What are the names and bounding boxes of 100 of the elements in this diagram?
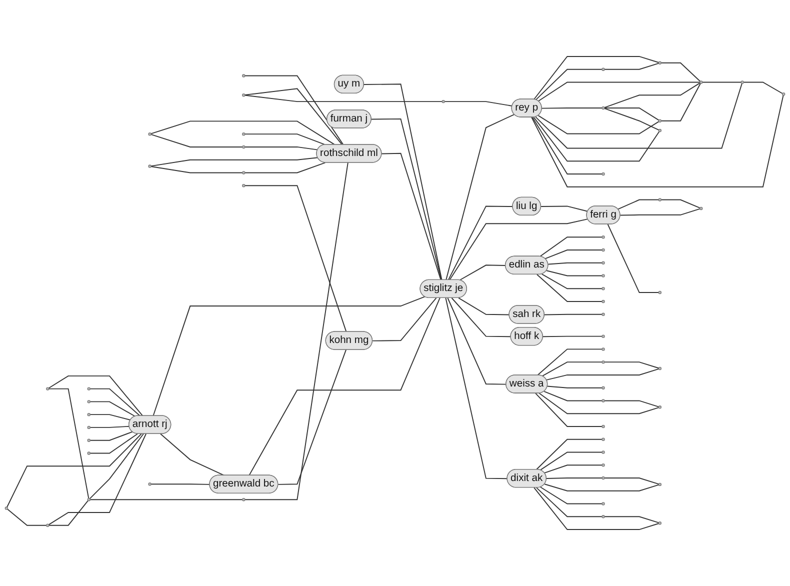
connector-line	[536, 274, 602, 302]
coauthor-circle	[87, 452, 90, 455]
connector-line	[604, 400, 660, 408]
coauthor-circle	[658, 482, 662, 486]
connector-line	[48, 433, 146, 526]
author-node: sah rk	[508, 305, 544, 324]
coauthor-circle	[602, 68, 605, 71]
coauthor-circle	[658, 406, 662, 409]
coauthor-circle	[46, 524, 50, 527]
connector-line	[540, 486, 602, 504]
connector-line	[6, 433, 142, 508]
connector-line	[244, 94, 443, 102]
connector-line	[660, 82, 701, 122]
coauthor-circle	[700, 80, 703, 84]
coauthor-circle	[442, 100, 445, 104]
connector-line	[548, 262, 602, 265]
connector-line	[620, 208, 700, 216]
connector-line	[604, 108, 660, 121]
coauthor-circle	[700, 206, 703, 210]
author-node: dixit ak	[506, 469, 546, 488]
coauthor-circle	[602, 399, 605, 402]
connector-line	[604, 478, 660, 485]
connector-line	[535, 392, 602, 427]
connector-line	[381, 152, 442, 280]
connector-line	[702, 82, 742, 83]
author-node: arnott rj	[128, 415, 172, 434]
connector-line	[546, 368, 660, 380]
coauthor-circle	[782, 92, 786, 96]
connector-line	[90, 401, 136, 417]
author-node: kohn mg	[325, 331, 373, 350]
connector-line	[448, 206, 514, 280]
connector-line	[534, 56, 660, 100]
coauthor-circle	[602, 464, 605, 467]
connector-line	[90, 388, 140, 416]
coauthor-circle	[87, 438, 90, 442]
author-node: stiglitz je	[420, 279, 467, 298]
coauthor-circle	[658, 128, 662, 132]
coauthor-circle	[658, 119, 662, 122]
author-node: weiss a	[506, 374, 548, 394]
coauthor-circle	[87, 498, 90, 502]
coauthor-circle	[242, 94, 246, 97]
author-node: greenwald bc	[209, 474, 278, 494]
connector-line	[446, 114, 515, 280]
coauthor-circle	[46, 387, 50, 390]
author-node: rothschild ml	[316, 144, 382, 163]
connector-line	[447, 298, 507, 385]
connector-line	[535, 82, 742, 149]
coauthor-circle	[602, 348, 605, 351]
coauthor-circle	[148, 164, 152, 168]
coauthor-circle	[242, 145, 246, 149]
connector-line	[364, 84, 442, 280]
connector-line	[244, 162, 348, 500]
coauthor-circle	[602, 312, 605, 316]
connector-line	[544, 484, 660, 492]
connector-line	[278, 349, 346, 485]
connector-line	[244, 162, 326, 174]
connector-line	[6, 508, 47, 526]
connector-line	[617, 199, 660, 210]
coauthor-circle	[658, 61, 662, 65]
coauthor-circle	[602, 515, 605, 518]
connector-line	[89, 433, 144, 500]
connector-line	[604, 82, 700, 108]
connector-line	[743, 82, 783, 94]
connector-line	[538, 115, 660, 134]
coauthor-circle	[602, 287, 605, 290]
coauthor-circle	[87, 387, 90, 390]
coauthor-circle	[602, 248, 605, 252]
connector-line	[459, 264, 506, 281]
connector-line	[604, 108, 660, 130]
author-node: hoff k	[510, 326, 543, 346]
coauthor-circle	[242, 184, 246, 188]
connector-line	[544, 464, 602, 474]
coauthor-circle	[602, 438, 605, 441]
connector-line	[244, 146, 318, 150]
connector-line	[150, 134, 243, 148]
coauthor-circle	[602, 236, 605, 239]
connector-line	[90, 431, 133, 441]
coauthor-circle	[602, 172, 605, 176]
coauthor-circle	[602, 502, 605, 506]
author-node: uy m	[334, 74, 364, 94]
coauthor-circle	[4, 506, 8, 510]
connector-line	[540, 452, 602, 471]
connector-line	[604, 516, 660, 524]
coauthor-circle	[87, 426, 90, 430]
coauthor-circle	[148, 482, 152, 486]
connector-line	[150, 120, 336, 146]
connector-line	[244, 185, 347, 332]
connector-line	[48, 500, 89, 526]
connector-line	[90, 433, 138, 454]
connector-line	[451, 298, 512, 338]
connector-line	[546, 386, 602, 388]
coauthor-circle	[602, 106, 605, 110]
connector-line	[244, 75, 344, 146]
connector-line	[536, 348, 602, 376]
connector-line	[150, 157, 318, 167]
connector-line	[536, 487, 602, 518]
connector-line	[90, 426, 130, 428]
connector-line	[540, 206, 588, 212]
connector-line	[660, 62, 701, 82]
connector-line	[539, 236, 602, 257]
